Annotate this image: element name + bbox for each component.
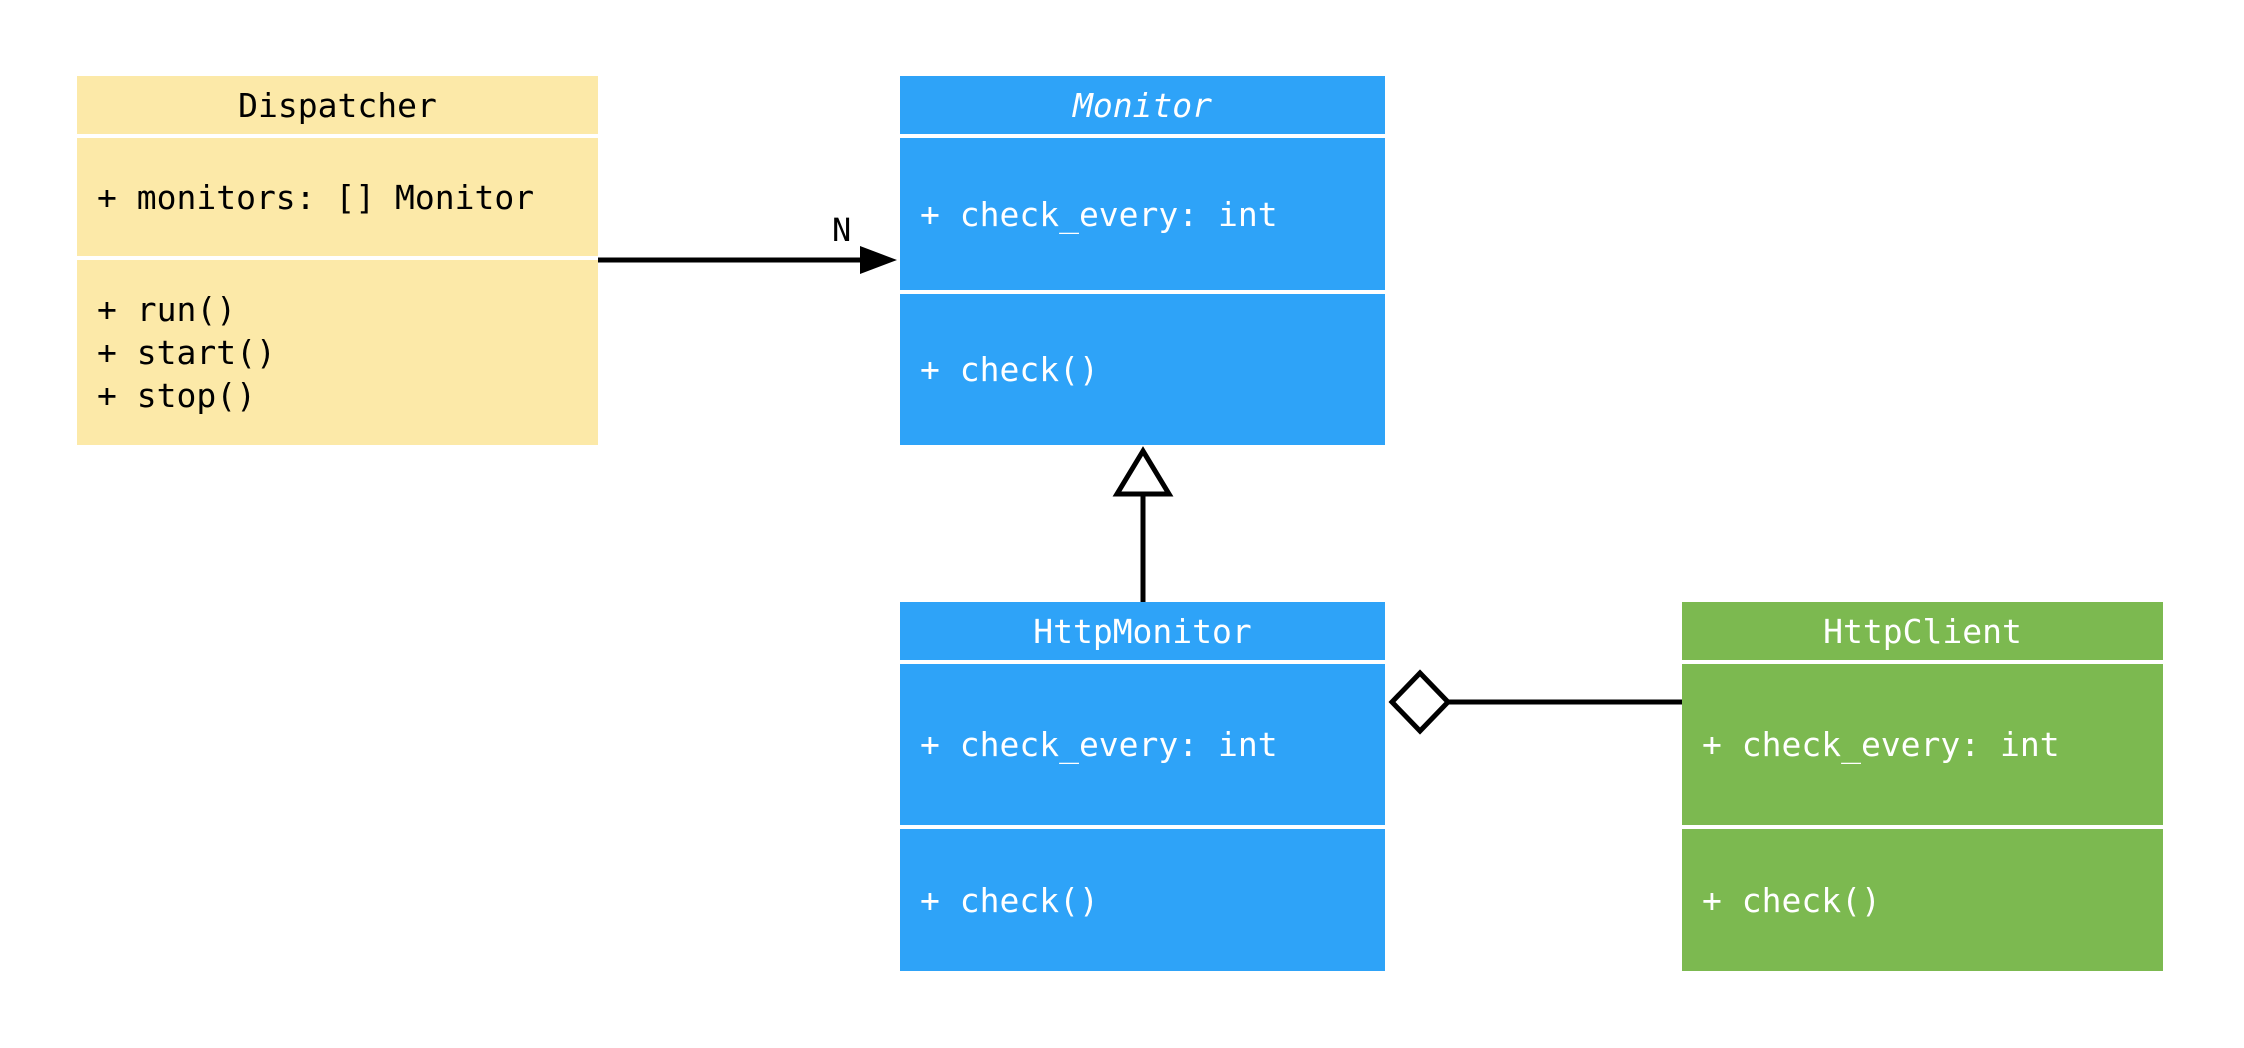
methods-section-httpclient: + check(): [1682, 829, 2163, 971]
association-arrowhead-icon: [860, 246, 897, 274]
class-httpmonitor: HttpMonitor + check_every: int + check(): [900, 602, 1385, 971]
attribute-item: + check_every: int: [920, 194, 1278, 234]
method-item: + start(): [97, 333, 276, 372]
multiplicity-label: N: [832, 211, 851, 249]
method-item: + check(): [920, 880, 1099, 920]
methods-section-dispatcher: + run() + start() + stop(): [77, 260, 598, 445]
inheritance-triangle-icon: [1112, 446, 1174, 497]
attribute-item: + monitors: [] Monitor: [97, 177, 535, 217]
class-dispatcher: Dispatcher + monitors: [] Monitor + run(…: [77, 76, 598, 445]
attribute-item: + check_every: int: [920, 725, 1278, 764]
methods-section-monitor: + check(): [900, 294, 1385, 445]
method-item: + stop(): [97, 376, 256, 415]
method-item: + run(): [97, 290, 237, 329]
class-httpclient: HttpClient + check_every: int + check(): [1682, 602, 2163, 971]
association-edge-dispatcher-monitor: N: [598, 211, 897, 274]
method-item: + check(): [1702, 880, 1881, 920]
method-item: + check(): [920, 350, 1099, 389]
aggregation-diamond-icon: [1388, 669, 1452, 735]
attributes-section-httpclient: + check_every: int: [1682, 664, 2163, 825]
attributes-section-dispatcher: + monitors: [] Monitor: [77, 138, 598, 256]
attribute-item: + check_every: int: [1702, 725, 2060, 764]
class-monitor: Monitor + check_every: int + check(): [900, 76, 1385, 445]
class-title-dispatcher: Dispatcher: [77, 76, 598, 134]
attributes-section-httpmonitor: + check_every: int: [900, 664, 1385, 825]
aggregation-edge-httpmonitor-httpclient: [1388, 669, 1682, 735]
methods-section-httpmonitor: + check(): [900, 829, 1385, 971]
class-title-httpmonitor: HttpMonitor: [900, 602, 1385, 660]
class-title-httpclient: HttpClient: [1682, 602, 2163, 660]
inheritance-edge-httpmonitor-monitor: [1112, 446, 1174, 602]
class-title-monitor: Monitor: [900, 76, 1385, 134]
attributes-section-monitor: + check_every: int: [900, 138, 1385, 290]
